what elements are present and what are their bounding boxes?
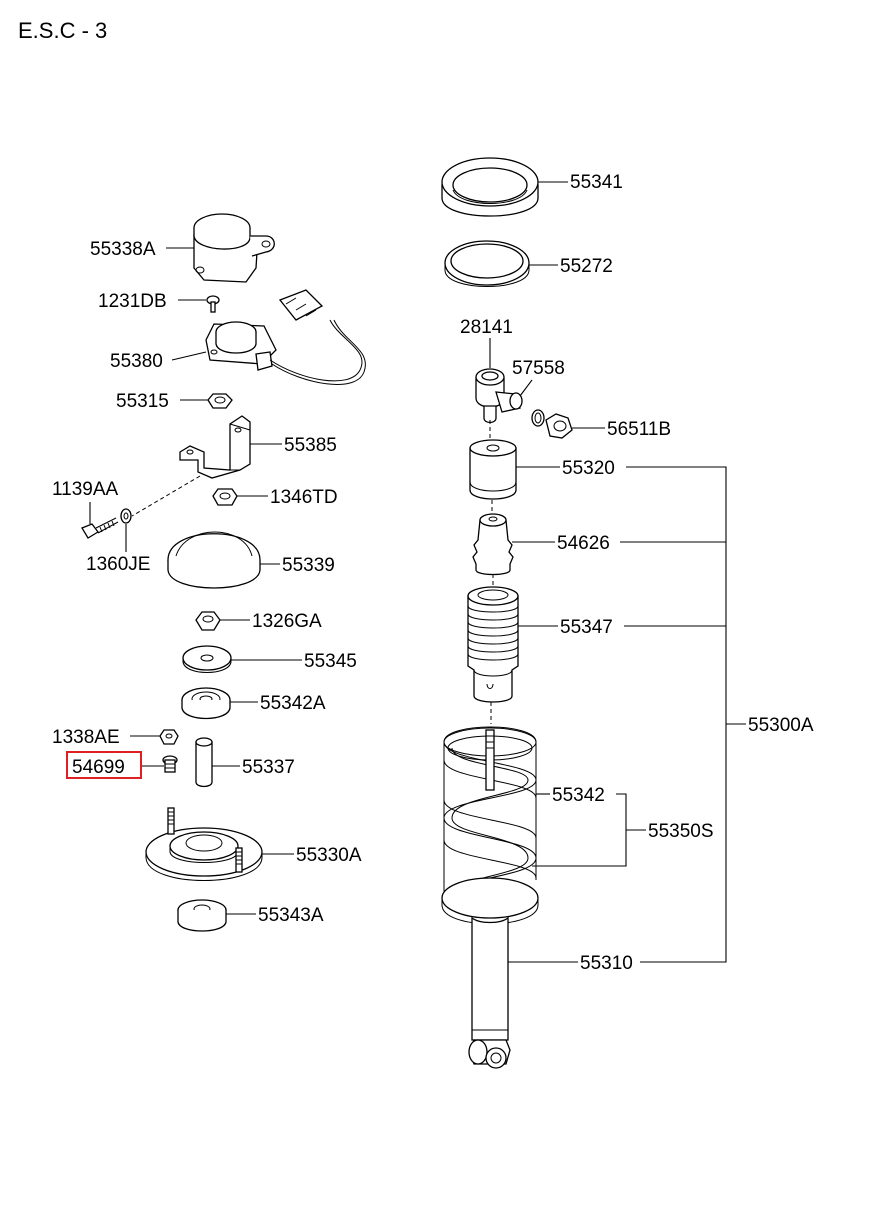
part-55338A-cover[interactable] <box>193 213 275 283</box>
diagram-title: E.S.C - 3 <box>18 18 107 43</box>
label-55343A[interactable]: 55343A <box>258 905 324 926</box>
label-55342[interactable]: 55342 <box>552 785 605 806</box>
part-55337-sleeve[interactable] <box>195 737 213 788</box>
label-1338AE[interactable]: 1338AE <box>52 727 120 748</box>
label-57558[interactable]: 57558 <box>512 358 565 379</box>
part-55347-boot[interactable] <box>467 586 519 703</box>
part-55345-washer[interactable] <box>182 645 232 673</box>
label-55347[interactable]: 55347 <box>560 617 613 638</box>
label-55350S[interactable]: 55350S <box>648 821 714 842</box>
part-55339-cap[interactable] <box>167 531 261 589</box>
label-1326GA[interactable]: 1326GA <box>252 611 322 632</box>
label-1346TD[interactable]: 1346TD <box>270 487 338 508</box>
part-55320-cup[interactable] <box>469 439 517 500</box>
part-55310-shock[interactable] <box>441 877 539 1069</box>
label-55380[interactable]: 55380 <box>110 351 163 372</box>
label-1360JE[interactable]: 1360JE <box>86 554 150 575</box>
label-55337[interactable]: 55337 <box>242 757 295 778</box>
part-56511B-nut[interactable] <box>545 413 573 439</box>
part-55342A-bushing[interactable] <box>181 687 231 720</box>
part-1360JE-washer[interactable] <box>120 508 132 524</box>
label-55345[interactable]: 55345 <box>304 651 357 672</box>
part-55343A-bushing[interactable] <box>177 899 227 932</box>
label-54699[interactable]: 54699 <box>72 757 125 778</box>
highlight-box-54699 <box>66 751 142 779</box>
part-1346TD-nut[interactable] <box>212 488 238 506</box>
part-54626-bumper[interactable] <box>472 513 514 576</box>
label-54626[interactable]: 54626 <box>557 533 610 554</box>
part-55385-bracket[interactable] <box>179 415 251 479</box>
part-55380-sensor[interactable] <box>205 289 366 385</box>
label-55342A[interactable]: 55342A <box>260 693 326 714</box>
part-55272-ring[interactable] <box>444 240 530 287</box>
label-55385[interactable]: 55385 <box>284 435 337 456</box>
label-55272[interactable]: 55272 <box>560 256 613 277</box>
part-55315-nut[interactable] <box>207 393 233 409</box>
label-55320[interactable]: 55320 <box>562 458 615 479</box>
part-57558-oring[interactable] <box>531 409 545 427</box>
part-55342-spring[interactable] <box>443 726 537 899</box>
part-1139AA-bolt[interactable] <box>81 517 119 539</box>
part-55341-seal[interactable] <box>441 157 539 217</box>
part-1231DB-screw[interactable] <box>206 295 220 313</box>
label-55315[interactable]: 55315 <box>116 391 169 412</box>
part-55330A-plate[interactable] <box>145 807 263 881</box>
label-1139AA[interactable]: 1139AA <box>52 479 119 500</box>
label-55338A[interactable]: 55338A <box>90 239 156 260</box>
label-55310[interactable]: 55310 <box>580 953 633 974</box>
part-28141-fitting[interactable] <box>475 368 523 424</box>
label-1231DB[interactable]: 1231DB <box>98 291 167 312</box>
label-55341[interactable]: 55341 <box>570 172 623 193</box>
label-55300A[interactable]: 55300A <box>748 715 814 736</box>
label-55330A[interactable]: 55330A <box>296 845 362 866</box>
part-54699-stud[interactable] <box>162 755 178 773</box>
label-56511B[interactable]: 56511B <box>607 419 671 440</box>
label-28141[interactable]: 28141 <box>460 317 513 338</box>
label-55339[interactable]: 55339 <box>282 555 335 576</box>
part-1326GA-nut[interactable] <box>195 611 221 631</box>
part-1338AE-nut[interactable] <box>159 729 179 745</box>
